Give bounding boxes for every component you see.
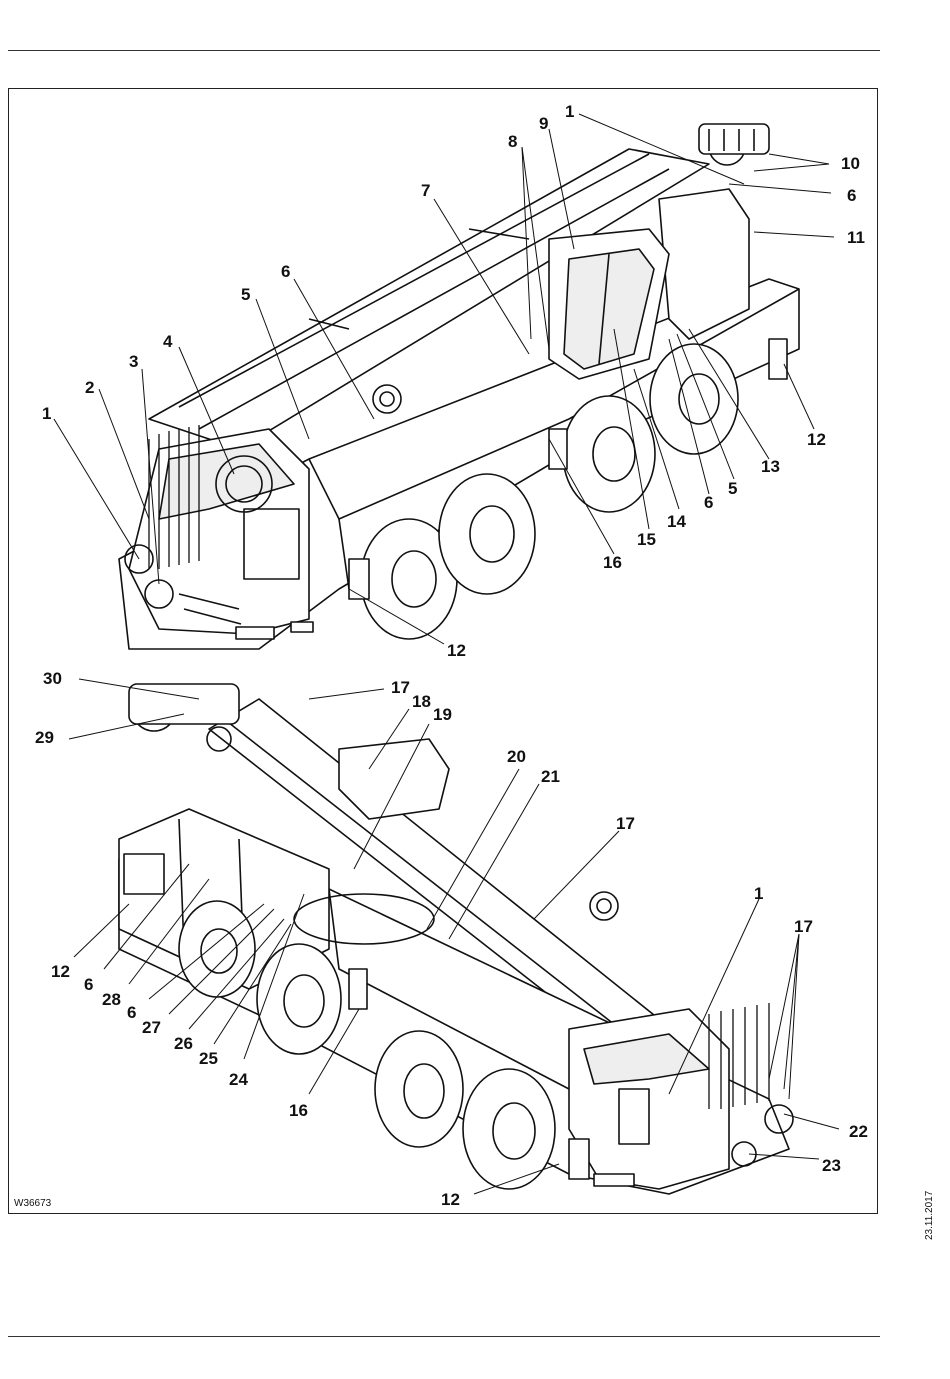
callout-number: 17 bbox=[391, 679, 410, 696]
callout-number: 15 bbox=[637, 531, 656, 548]
callout-number: 8 bbox=[508, 133, 517, 150]
footer-rule bbox=[8, 1336, 880, 1337]
callout-number: 6 bbox=[847, 187, 856, 204]
callout-number: 6 bbox=[127, 1004, 136, 1021]
callout-number: 2 bbox=[85, 379, 94, 396]
callout-number: 7 bbox=[421, 182, 430, 199]
callout-number: 26 bbox=[174, 1035, 193, 1052]
callout-number: 25 bbox=[199, 1050, 218, 1067]
callout-number: 14 bbox=[667, 513, 686, 530]
callout-number: 21 bbox=[541, 768, 560, 785]
date-stamp: 23.11.2017 bbox=[924, 1214, 935, 1240]
crane-illustration bbox=[9, 89, 877, 1213]
callout-number: 6 bbox=[281, 263, 290, 280]
crane-bottom-view bbox=[69, 679, 839, 1194]
crane-top-view bbox=[54, 114, 834, 649]
callout-number: 6 bbox=[704, 494, 713, 511]
callout-number: 17 bbox=[794, 918, 813, 935]
callout-number: 16 bbox=[603, 554, 622, 571]
callout-number: 30 bbox=[43, 670, 62, 687]
callout-number: 19 bbox=[433, 706, 452, 723]
header-rule bbox=[8, 50, 880, 51]
callout-number: 5 bbox=[728, 480, 737, 497]
figure-frame: 1 8 9 10 6 7 11 6 5 4 3 2 1 12 13 5 6 14… bbox=[8, 88, 878, 1214]
figure-id: W36673 bbox=[14, 1198, 51, 1209]
callout-number: 23 bbox=[822, 1157, 841, 1174]
callout-number: 12 bbox=[447, 642, 466, 659]
callout-number: 16 bbox=[289, 1102, 308, 1119]
callout-number: 18 bbox=[412, 693, 431, 710]
callout-number: 20 bbox=[507, 748, 526, 765]
callout-number: 13 bbox=[761, 458, 780, 475]
callout-number: 11 bbox=[847, 229, 865, 246]
callout-number: 1 bbox=[42, 405, 51, 422]
callout-number: 12 bbox=[441, 1191, 460, 1208]
callout-number: 27 bbox=[142, 1019, 161, 1036]
callout-number: 3 bbox=[129, 353, 138, 370]
callout-number: 22 bbox=[849, 1123, 868, 1140]
callout-number: 5 bbox=[241, 286, 250, 303]
callout-number: 24 bbox=[229, 1071, 248, 1088]
callout-number: 9 bbox=[539, 115, 548, 132]
callout-number: 1 bbox=[565, 103, 574, 120]
callout-number: 17 bbox=[616, 815, 635, 832]
callout-number: 10 bbox=[841, 155, 860, 172]
callout-number: 6 bbox=[84, 976, 93, 993]
callout-number: 12 bbox=[807, 431, 826, 448]
callout-number: 29 bbox=[35, 729, 54, 746]
callout-number: 28 bbox=[102, 991, 121, 1008]
callout-number: 4 bbox=[163, 333, 172, 350]
callout-number: 12 bbox=[51, 963, 70, 980]
callout-number: 1 bbox=[754, 885, 763, 902]
